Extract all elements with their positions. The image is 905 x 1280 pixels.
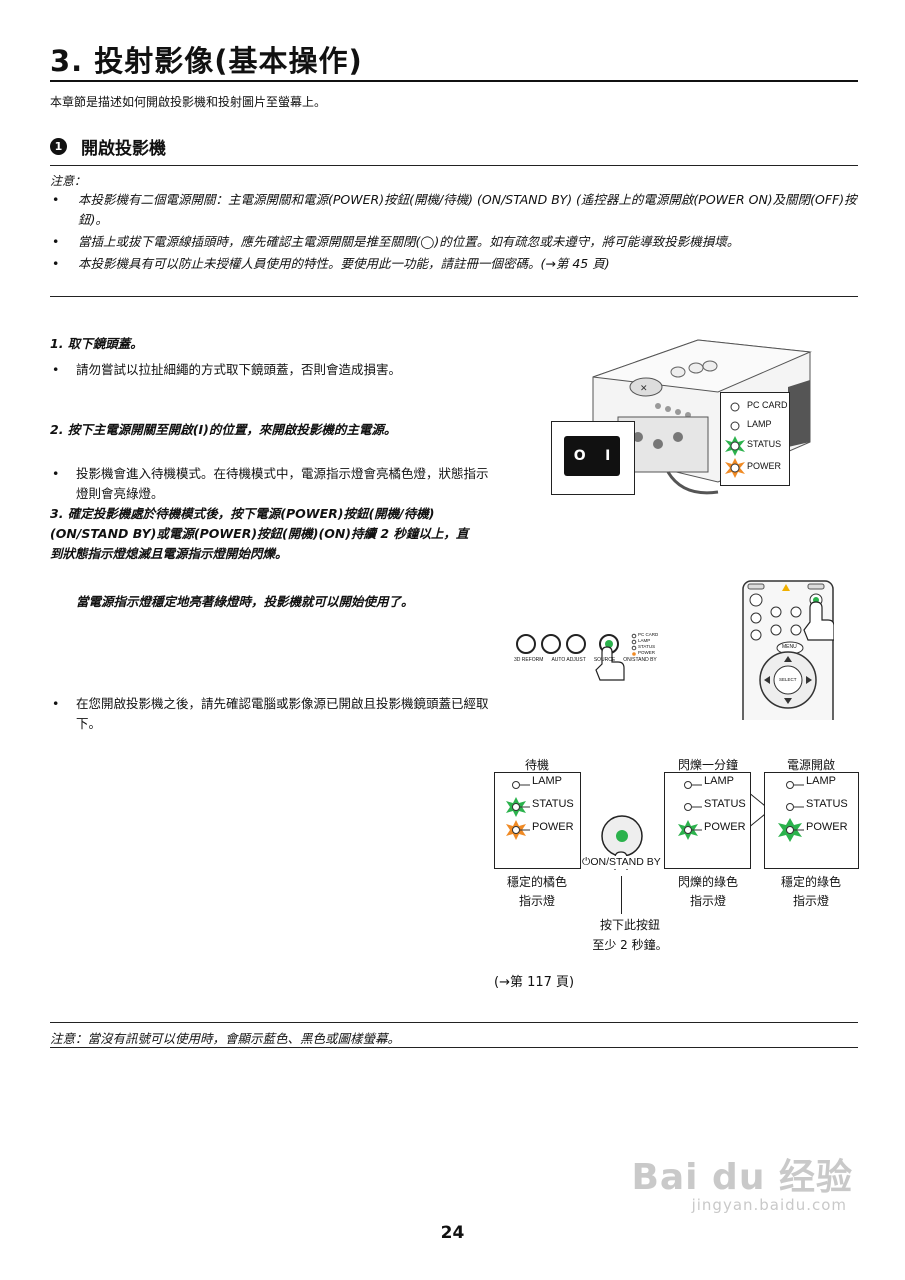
caption-line: 指示燈 [689,894,726,908]
note-list: 本投影機有二個電源開關：主電源開關和電源(POWER)按鈕(開機/待機) (ON… [50,190,858,276]
step-3-heading: 3. 確定投影機處於待機模式後，按下電源(POWER)按鈕(開機/待機) (ON… [50,506,469,561]
power-on-title: 電源開啟 [786,758,835,772]
section-number-icon: 1 [50,138,67,155]
on-status-label: STATUS [806,798,848,810]
caption-line: 指示燈 [518,894,555,908]
on-power-label: POWER [806,821,848,833]
blink-lamp-label: LAMP [704,775,734,787]
blink-power-label: POWER [704,821,746,833]
remote-select-label: SELECT [779,677,797,682]
standby-status-label: STATUS [532,798,574,810]
caption-line: 穩定的橘色 [506,875,567,889]
on-standby-text: ON/STAND BY [590,856,661,868]
caption-line: 閃爍的綠色 [677,875,738,889]
indicator-states-diagram [494,772,859,870]
standby-title: 待機 [524,758,549,772]
rocker-switch[interactable]: O I [564,436,620,476]
step-3-note: 當電源指示燈穩定地亮著綠燈時，投影機就可以開始使用了。 [76,594,414,609]
standby-power-label: POWER [532,821,574,833]
press-pointer-line [621,876,622,914]
indicator-label-lamp: LAMP [747,419,772,429]
on-standby-button-label: ⏻ON/STAND BY [582,856,661,869]
panel-label: 3D REFORM [514,657,544,663]
remote-menu-label: MENU [782,644,797,650]
remote-control-illustration: MENU SELECT [742,580,834,720]
bottom-note: 注意：當沒有訊號可以使用時，會顯示藍色、黑色或圖樣螢幕。 [50,1031,401,1046]
remote-control-body [742,580,834,720]
section-heading: 1 開啟投影機 [50,134,166,159]
press-caption: 按下此按鈕 至少 2 秒鐘。 [580,915,680,955]
page-number: 24 [440,1223,465,1243]
indicator-label-pccard: PC CARD [747,400,788,410]
step-1-heading: 1. 取下鏡頭蓋。 [50,336,143,351]
on-lamp-label: LAMP [806,775,836,787]
section-rule-top [50,165,858,166]
caption-line: 按下此按鈕 [599,918,660,932]
power-icon: ⏻ [582,856,591,868]
caption-line: 至少 2 秒鐘。 [592,938,668,952]
caption-line: 穩定的綠色 [780,875,841,889]
on-caption: 穩定的綠色 指示燈 [764,873,858,911]
title-rule [50,80,858,82]
bottom-note-rule-bottom [50,1047,858,1048]
note-label: 注意： [50,174,87,188]
blink-title: 閃爍一分鐘 [677,758,738,772]
panel-label: AUTO ADJUST [551,657,586,663]
step-1-bullet: 請勿嘗試以拉扯細繩的方式取下鏡頭蓋，否則會造成損害。 [50,360,496,380]
note-rule-bottom [50,296,858,297]
section-title: 開啟投影機 [81,139,166,159]
step-2-bullet: 投影機會進入待機模式。在待機模式中，電源指示燈會亮橘色燈，狀態指示燈則會亮綠燈。 [50,464,496,504]
note-item: 本投影機有二個電源開關：主電源開關和電源(POWER)按鈕(開機/待機) (ON… [50,190,858,230]
blink-status-label: STATUS [704,798,746,810]
baidu-watermark-url: jingyan.baidu.com [691,1196,847,1214]
panel-indicator-label: PC CARD [638,632,659,637]
note-item: 本投影機具有可以防止未授權人員使用的特性。要使用此一功能，請註冊一個密碼。(→第… [50,254,858,274]
control-panel-labels: 3D REFORM AUTO ADJUST SOURCE ON/STAND BY [514,657,664,663]
standby-caption: 穩定的橘色 指示燈 [496,873,578,911]
step-2-heading: 2. 按下主電源開關至開啟(I)的位置，來開啟投影機的主電源。 [50,422,397,437]
bottom-note-rule-top [50,1022,858,1023]
page-reference: (→第 117 頁) [494,975,575,990]
indicator-lights [725,402,745,478]
control-panel-illustration: 3D REFORM AUTO ADJUST SOURCE ON/STAND BY… [514,632,664,682]
step-3-bullet: 在您開啟投影機之後，請先確認電腦或影像源已開啟且投影機鏡頭蓋已經取下。 [50,694,496,734]
panel-indicator-label: POWER [638,650,656,655]
baidu-watermark-logo: Bai du 经验 [631,1157,853,1198]
switch-off-label: O [573,448,586,464]
control-panel-buttons [516,633,637,681]
panel-label: SOURCE [593,657,616,663]
chapter-intro: 本章節是描述如何開啟投影機和投射圖片至螢幕上。 [50,95,327,109]
note-item: 當插上或拔下電源線插頭時，應先確認主電源開關是推至關閉(◯)的位置。如有疏忽或未… [50,232,858,252]
blink-caption: 閃爍的綠色 指示燈 [664,873,752,911]
panel-indicator-label: STATUS [638,644,656,649]
main-power-switch-panel: O I [551,421,635,495]
caption-line: 指示燈 [792,894,829,908]
indicator-label-power: POWER [747,461,782,471]
switch-on-label: I [605,448,611,464]
page-title: 3. 投射影像(基本操作) [50,44,363,78]
panel-indicator-labels: PC CARD LAMP STATUS POWER [638,632,658,656]
standby-lamp-label: LAMP [532,775,562,787]
indicator-label-status: STATUS [747,439,782,449]
svg-text:✕: ✕ [640,383,648,393]
indicator-callout: PC CARD LAMP STATUS POWER [720,392,790,486]
panel-indicator-label: LAMP [638,638,651,643]
panel-label: ON/STAND BY [623,657,657,663]
